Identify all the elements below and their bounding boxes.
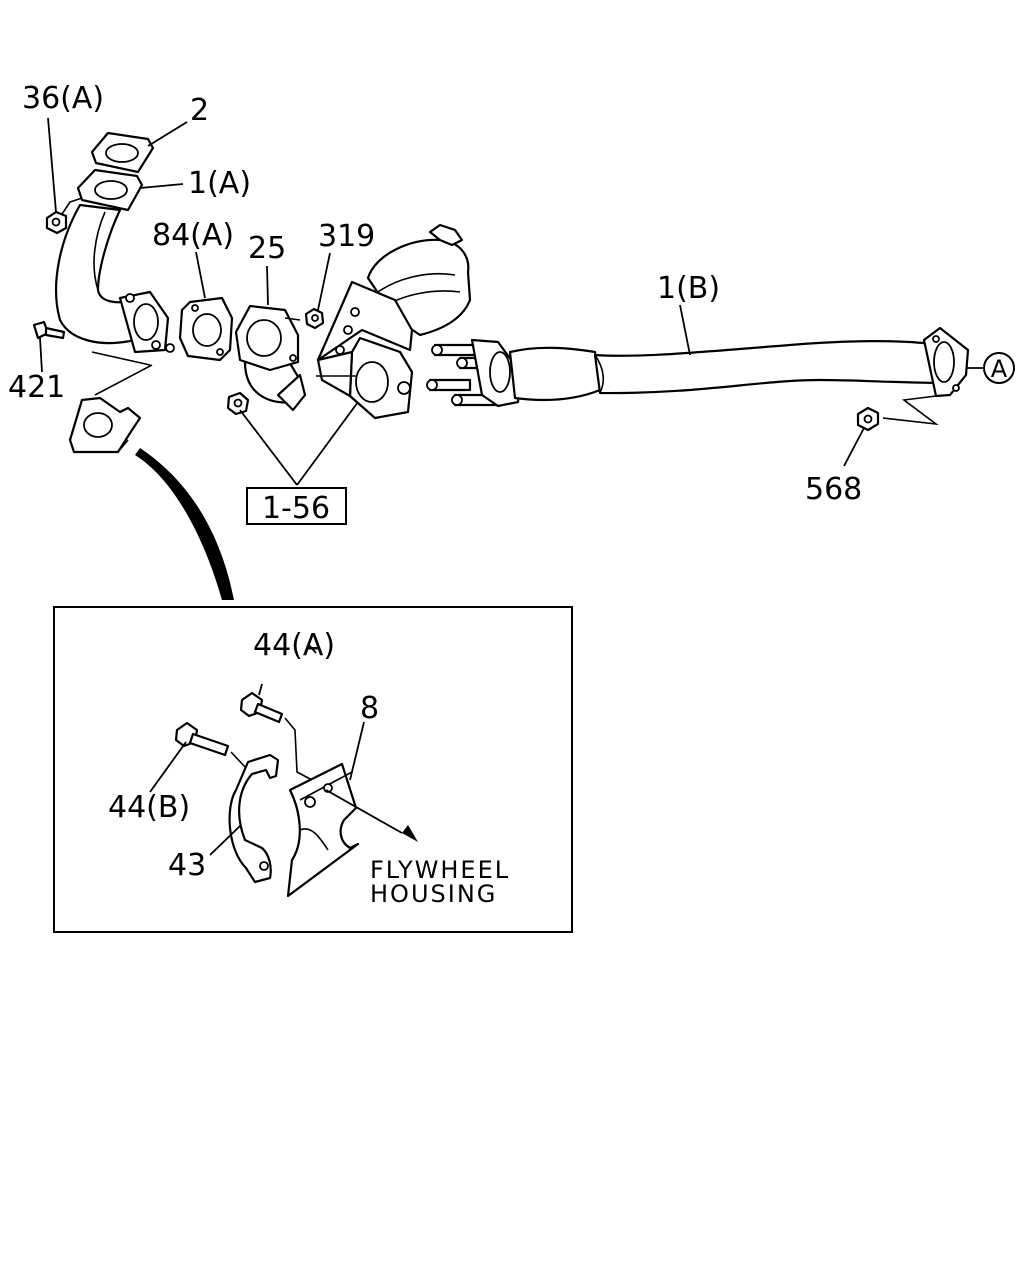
callout-568: 568 xyxy=(805,472,862,507)
detail-note-line1: FLYWHEEL xyxy=(370,856,510,884)
pipe-flange-1a xyxy=(76,168,144,212)
turbo-housing xyxy=(316,223,472,420)
callout-421: 421 xyxy=(8,370,65,405)
callout-1a: 1(A) xyxy=(188,166,251,201)
detail-inset: 44(A) 8 44(B) 43 FLYWHEEL HOUSING xyxy=(53,606,573,933)
callout-1b: 1(B) xyxy=(657,271,720,306)
reference-box-label: 1-56 xyxy=(262,491,330,526)
leader-lines xyxy=(39,117,984,486)
bracket-8 xyxy=(286,762,360,898)
detail-callout-8: 8 xyxy=(360,691,379,726)
nut-1-56-a xyxy=(226,391,250,416)
bracket-assembly xyxy=(68,396,142,454)
nut-319 xyxy=(304,307,325,330)
detail-note-line2: HOUSING xyxy=(370,880,497,908)
nut-568 xyxy=(856,406,880,432)
bolt-44b xyxy=(174,721,230,757)
callout-36a: 36(A) xyxy=(22,81,104,116)
clamp-43 xyxy=(228,753,280,884)
nut-36a xyxy=(45,210,68,235)
connection-marker-a: A xyxy=(983,352,1015,384)
gasket-2 xyxy=(90,131,155,174)
detail-pointer xyxy=(135,448,234,600)
detail-callout-44a: 44(A) xyxy=(253,628,335,663)
callout-25: 25 xyxy=(248,231,286,266)
reference-box-1-56: 1-56 xyxy=(246,487,347,526)
connection-marker-a-label: A xyxy=(991,355,1008,383)
detail-callout-44b: 44(B) xyxy=(108,790,190,825)
studs xyxy=(426,343,502,407)
callout-84a: 84(A) xyxy=(152,218,234,253)
pipe-outlet-flange xyxy=(118,290,175,354)
bolt-421 xyxy=(32,320,66,340)
gasket-84a xyxy=(178,296,234,362)
elbow-pipe-25 xyxy=(234,304,307,412)
bolt-44a xyxy=(239,691,284,724)
callout-319: 319 xyxy=(318,219,375,254)
detail-callout-43: 43 xyxy=(168,848,206,883)
rear-exhaust-pipe-1b xyxy=(470,326,970,408)
callout-2: 2 xyxy=(190,93,209,128)
